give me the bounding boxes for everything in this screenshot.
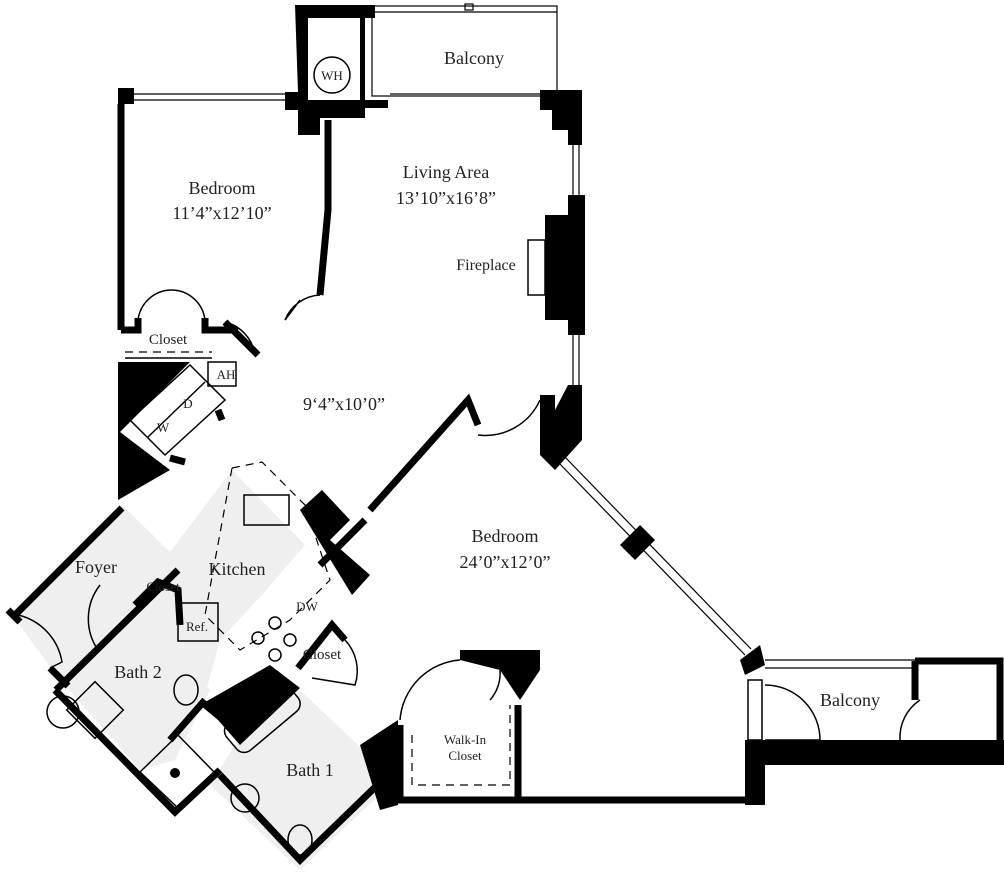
balcony-top — [371, 3, 558, 97]
foyer-label: Foyer — [75, 557, 117, 577]
refrigerator-label: Ref. — [186, 619, 208, 634]
balcony-top-label: Balcony — [444, 48, 504, 68]
bedroom-main-size: 24’0”x12’0” — [460, 552, 551, 572]
laundry — [128, 361, 237, 466]
water-heater-label: WH — [321, 68, 343, 83]
foyer-closet-label: Closet — [146, 579, 180, 594]
bath1-area — [210, 690, 395, 870]
bedroom-left-label: Bedroom — [189, 178, 256, 198]
dishwasher-label: DW — [296, 599, 318, 614]
walkin-label-2: Closet — [448, 748, 482, 763]
balcony-right — [745, 657, 1004, 805]
fireplace-label: Fireplace — [456, 257, 516, 274]
kitchen-label: Kitchen — [209, 559, 266, 579]
bedroom-left-size: 11’4”x12’10” — [172, 203, 271, 223]
dining-size: 9‘4”x10’0” — [303, 394, 385, 414]
ah-label: AH — [217, 367, 236, 382]
bedroom-main-label: Bedroom — [472, 526, 539, 546]
bath1-label: Bath 1 — [286, 760, 334, 780]
washer-label: W — [157, 420, 170, 435]
bath2-label: Bath 2 — [114, 662, 162, 682]
water-heater — [313, 56, 351, 94]
living-area-label: Living Area — [403, 162, 489, 182]
dryer-label: D — [183, 396, 192, 411]
balcony-right-label: Balcony — [820, 690, 880, 710]
closet-left-label: Closet — [149, 332, 188, 348]
fireplace — [527, 239, 546, 296]
living-area-size: 13’10”x16’8” — [396, 188, 496, 208]
walkin-label-1: Walk-In — [444, 732, 487, 747]
wh-wall — [285, 5, 388, 135]
closet-bath-label: Closet — [303, 647, 342, 663]
